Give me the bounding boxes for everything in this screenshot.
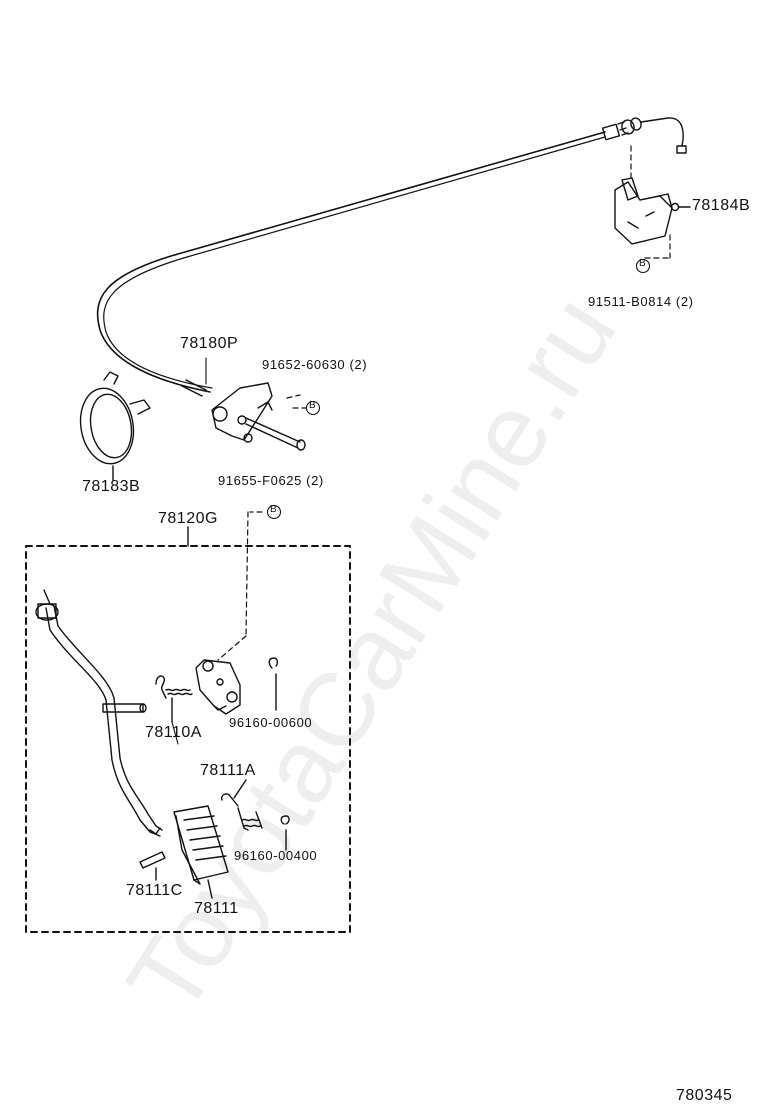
leader-lines [171, 357, 207, 745]
clamp-78183b [79, 371, 151, 481]
label-78180p: 78180P [180, 335, 239, 352]
label-78111c: 78111C [126, 882, 183, 899]
pedal-bracket [195, 659, 241, 715]
assembly-box-78120g [25, 526, 351, 933]
bolt-marker-b-1: B [309, 400, 317, 411]
label-78111: 78111 [194, 900, 239, 917]
label-96160-00600: 96160-00600 [229, 715, 313, 730]
label-91652-60630: 91652-60630 (2) [262, 357, 368, 372]
spring-78110a [155, 675, 193, 723]
label-96160-00400: 96160-00400 [234, 848, 318, 863]
bolt-markers [266, 258, 651, 520]
clip-96160-00400 [280, 815, 290, 851]
label-91655-f0625: 91655-F0625 (2) [218, 473, 324, 488]
label-78184b: 78184B [692, 197, 751, 214]
pedal-rod [35, 589, 163, 837]
bolt-marker-b-2: B [270, 504, 278, 515]
bracket-78184b [614, 177, 691, 245]
label-78120g: 78120G [158, 510, 218, 527]
bolt-marker-b-3: B [639, 258, 647, 269]
label-78183b: 78183B [82, 478, 141, 495]
label-78111a: 78111A [200, 762, 256, 779]
spring-78111a [220, 779, 263, 831]
accelerator-cable [96, 117, 687, 397]
leader-dashes [217, 145, 671, 661]
cable-bracket [211, 382, 306, 451]
clip-96160-00600 [268, 657, 279, 711]
label-91511-b0814: 91511-B0814 (2) [588, 294, 694, 309]
label-78110a: 78110A [145, 724, 202, 741]
figure-number: 780345 [676, 1087, 733, 1104]
pin-78111c [139, 851, 166, 881]
pedal-pad-78111 [173, 805, 229, 899]
